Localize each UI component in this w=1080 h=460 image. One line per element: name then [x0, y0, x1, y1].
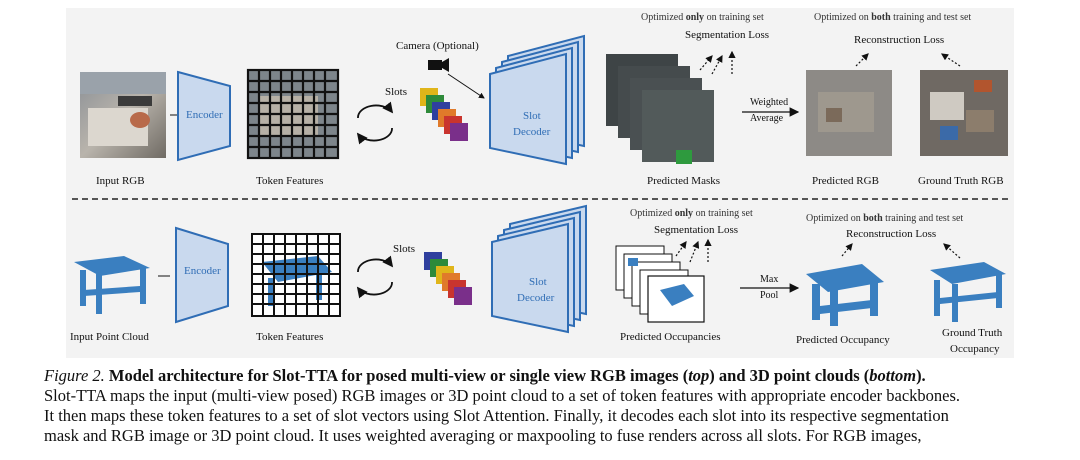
optimized-both-note: Optimized on both training and test set	[806, 213, 964, 224]
ground-truth-occupancy-label-line2: Occupancy	[950, 343, 1000, 355]
encoder-block	[175, 226, 229, 324]
slot-attention-cycle-icon	[356, 101, 394, 145]
figure-caption: Figure 2. Model architecture for Slot-TT…	[44, 366, 1044, 446]
fuse-label-line2: Average	[750, 113, 784, 124]
slot-attention-cycle-icon	[356, 255, 394, 299]
segmentation-loss-label: Segmentation Loss	[654, 224, 739, 236]
predicted-masks-label: Predicted Masks	[647, 175, 721, 187]
predicted-occupancies-label: Predicted Occupancies	[620, 331, 721, 343]
slots-label: Slots	[393, 243, 416, 255]
segmentation-loss-label: Segmentation Loss	[685, 29, 770, 41]
decoder-label-line2: Decoder	[517, 292, 555, 304]
caption-title: Model architecture for Slot-TTA for pose…	[108, 366, 926, 385]
slot-decoder-block	[489, 34, 585, 166]
camera-icon	[428, 58, 449, 72]
token-features-label: Token Features	[256, 175, 324, 187]
predicted-masks-stack	[606, 54, 714, 164]
predicted-occupancy-shape	[806, 264, 884, 326]
decoder-label-line1: Slot	[523, 110, 541, 122]
predicted-occupancy-label: Predicted Occupancy	[796, 334, 890, 346]
slot-vectors	[424, 252, 472, 305]
predicted-rgb-image	[806, 70, 892, 156]
optimized-both-note: Optimized on both training and test set	[814, 12, 972, 23]
fuse-label-line2: Pool	[760, 290, 779, 301]
encoder-block	[177, 70, 231, 162]
slots-label: Slots	[385, 86, 408, 98]
ground-truth-occupancy-label-line1: Ground Truth	[942, 327, 1003, 339]
decoder-label-line2: Decoder	[513, 126, 551, 138]
token-features-label: Token Features	[256, 331, 324, 343]
input-point-cloud	[74, 256, 150, 314]
input-rgb-image	[80, 72, 166, 158]
fuse-label-line1: Max	[760, 274, 779, 285]
camera-label: Camera (Optional)	[396, 40, 479, 52]
token-features-grid	[246, 68, 340, 160]
predicted-occupancies-stack	[615, 245, 705, 323]
loss-arrows	[675, 238, 712, 263]
ground-truth-rgb-image	[920, 70, 1008, 156]
caption-line-1: Figure 2. Model architecture for Slot-TT…	[44, 366, 1044, 386]
slot-vectors	[420, 88, 468, 141]
slot-decoder-block	[491, 204, 587, 334]
recon-arrow	[841, 243, 853, 257]
caption-line-3: It then maps these token features to a s…	[44, 406, 949, 425]
ground-truth-rgb-label: Ground Truth RGB	[918, 175, 1004, 187]
reconstruction-loss-label: Reconstruction Loss	[854, 34, 945, 46]
input-point-cloud-label: Input Point Cloud	[70, 331, 149, 343]
input-rgb-label: Input RGB	[96, 175, 145, 187]
predicted-rgb-label: Predicted RGB	[812, 175, 879, 187]
ground-truth-occupancy-shape	[930, 262, 1006, 322]
optimized-training-note: Optimized only on training set	[641, 12, 764, 23]
recon-arrow	[855, 53, 869, 67]
figure-number: Figure 2.	[44, 366, 105, 385]
decoder-label-line1: Slot	[529, 276, 547, 288]
caption-line-4: mask and RGB image or 3D point cloud. It…	[44, 426, 922, 445]
encoder-label: Encoder	[184, 265, 221, 277]
loss-arrows	[699, 50, 736, 75]
optimized-training-note: Optimized only on training set	[630, 208, 753, 219]
token-features-grid	[251, 233, 341, 317]
recon-arrow	[941, 53, 961, 67]
arrow	[447, 73, 485, 99]
reconstruction-loss-label: Reconstruction Loss	[846, 228, 937, 240]
fuse-label-line1: Weighted	[750, 97, 789, 108]
encoder-label: Encoder	[186, 109, 223, 121]
caption-line-2: Slot-TTA maps the input (multi-view pose…	[44, 386, 961, 405]
recon-arrow	[943, 243, 961, 259]
